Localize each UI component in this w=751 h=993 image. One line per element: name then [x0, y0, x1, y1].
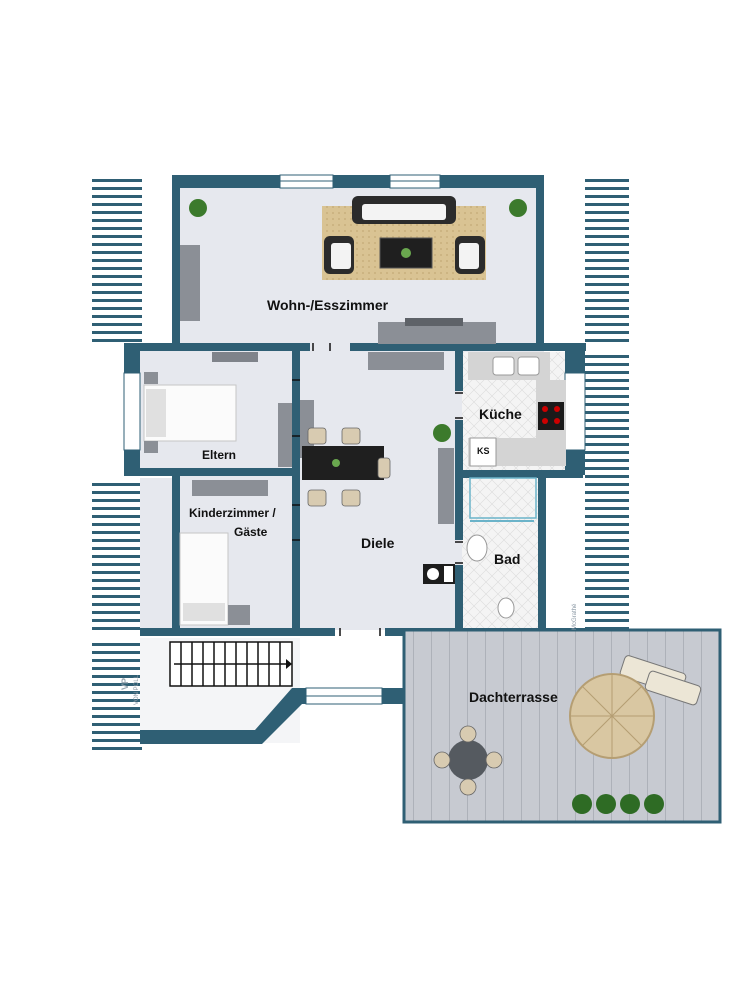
- room-label-bad: Bad: [494, 551, 521, 567]
- appliance-label-ks: KS: [477, 446, 490, 456]
- room-label-kueche: Küche: [479, 406, 522, 422]
- diele-furniture: [300, 352, 455, 584]
- room-label-wohn: Wohn-/Esszimmer: [267, 297, 389, 313]
- kitchen-furniture: [468, 352, 566, 467]
- room-label-dachterrasse: Dachterrasse: [469, 689, 558, 705]
- bedroom-kinder-furniture: [179, 480, 268, 626]
- plant-icon: [189, 199, 527, 442]
- room-label-kinder-line2: Gäste: [234, 525, 268, 539]
- roof-left-upper: [92, 175, 142, 347]
- bath-furniture: [466, 477, 537, 619]
- staircase: [169, 641, 293, 687]
- windows: [123, 174, 586, 705]
- roof-right-upper: [585, 175, 629, 347]
- watermark-brand: VON POLL: [134, 674, 140, 705]
- walls: [124, 175, 586, 744]
- room-label-eltern: Eltern: [202, 448, 237, 462]
- living-furniture: [180, 196, 496, 344]
- roof-right-mid: [585, 350, 629, 630]
- plant-icon: [572, 794, 664, 814]
- watermark-credit: McGrathé: [572, 603, 578, 630]
- bedroom-eltern-furniture: [143, 352, 292, 467]
- watermark-logo: VP: [120, 677, 130, 690]
- roof-terrace: [402, 628, 722, 824]
- roof-left-lower: [92, 640, 142, 755]
- sun-loungers: [619, 655, 702, 706]
- room-label-kinder-line1: Kinderzimmer /: [189, 506, 276, 520]
- parasol: [569, 673, 655, 759]
- terrace-table-set: [433, 725, 503, 796]
- roof-left-mid: [92, 480, 142, 630]
- room-label-diele: Diele: [361, 535, 395, 551]
- door-markers: [292, 343, 463, 636]
